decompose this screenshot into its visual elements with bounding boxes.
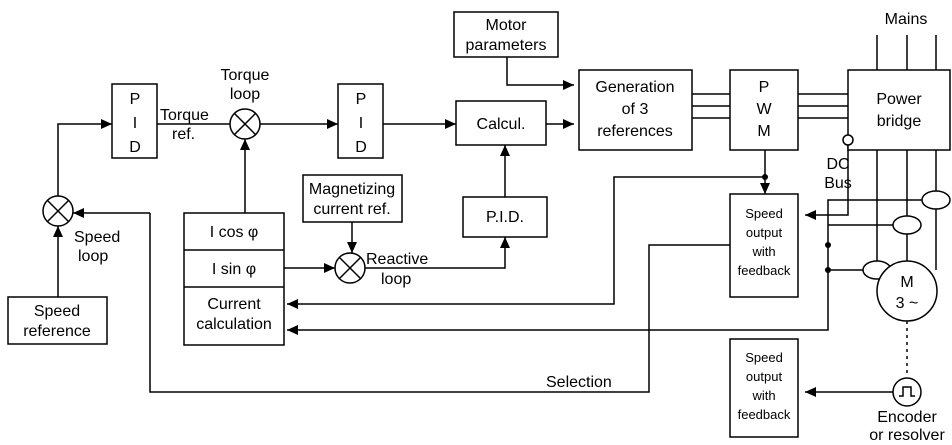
i-sin-label: I sin φ <box>212 261 256 278</box>
speed-output-label: with <box>751 244 775 259</box>
speed-output-label: output <box>746 225 783 240</box>
torque-summing-junction <box>229 108 261 140</box>
encoder-label: Encoder <box>877 409 937 426</box>
magnetizing-label: current ref. <box>313 201 390 218</box>
generation-block: Generation of 3 references <box>578 69 693 151</box>
arrowheads <box>53 80 816 397</box>
motor-parameters-label: Motor <box>486 17 528 34</box>
magnetizing-label: Magnetizing <box>309 181 395 198</box>
connection-lines <box>57 35 937 393</box>
current-sensor-icon <box>892 215 922 235</box>
pid-letter: D <box>129 139 141 156</box>
speed-loop-label: Speed <box>74 229 120 246</box>
dc-bus-terminal-icon <box>842 134 854 146</box>
current-sensor-icon <box>921 190 951 210</box>
current-calculation-label: calculation <box>196 316 272 333</box>
junction-dot <box>825 242 831 248</box>
speed-output-label: Speed <box>745 206 783 221</box>
speed-output-label: feedback <box>738 263 791 278</box>
pid-speed-block: P I D <box>111 83 158 159</box>
pid-letter: I <box>359 115 363 132</box>
i-cos-label: I cos φ <box>210 224 259 241</box>
power-bridge-label: bridge <box>877 113 922 130</box>
speed-loop-label: loop <box>78 248 108 265</box>
power-bridge-label: Power <box>876 91 922 108</box>
mains-label: Mains <box>885 11 928 28</box>
motor-parameters-label: parameters <box>466 37 547 54</box>
torque-loop-label: loop <box>230 86 260 103</box>
torque-loop-label: Torque <box>221 67 270 84</box>
current-feedback-block: I cos φ I sin φ Current calculation <box>183 212 285 346</box>
current-calculation-label: Current <box>207 296 261 313</box>
selection-label: Selection <box>546 374 612 391</box>
torque-ref-label: Torque <box>160 107 209 124</box>
pid-letter: P <box>356 91 367 108</box>
pid-letter: P <box>130 91 141 108</box>
dc-bus-label: Bus <box>824 175 852 192</box>
pid-reactive-label: P.I.D. <box>486 209 524 226</box>
speed-reference-label: Speed <box>34 303 80 320</box>
pid-letter: I <box>133 115 137 132</box>
generation-label: of 3 <box>622 101 649 118</box>
speed-output-label: Speed <box>745 350 783 365</box>
reactive-summing-junction <box>334 252 366 284</box>
power-bridge-block: Power bridge <box>842 69 951 151</box>
pwm-letter: M <box>757 123 770 140</box>
speed-output-label: feedback <box>738 407 791 422</box>
pid-torque-block: P I D <box>337 83 384 159</box>
speed-reference-label: reference <box>23 323 91 340</box>
motor-label: 3 ~ <box>896 295 919 312</box>
generation-label: Generation <box>595 79 674 96</box>
speed-summing-junction <box>42 195 74 227</box>
torque-ref-label: ref. <box>172 126 195 143</box>
encoder-icon <box>892 377 922 407</box>
speed-reference-block: Speed reference <box>7 296 108 345</box>
calcul-block: Calcul. <box>455 100 547 146</box>
calcul-label: Calcul. <box>477 116 526 133</box>
pwm-block: P W M <box>729 69 799 151</box>
pid-reactive-block: P.I.D. <box>462 196 548 238</box>
pwm-letter: P <box>759 79 770 96</box>
dc-bus-label: DC <box>826 156 849 173</box>
generation-label: references <box>597 123 673 140</box>
junction-dot <box>825 267 831 273</box>
reactive-loop-label: Reactive <box>366 251 428 268</box>
speed-output-label: output <box>746 369 783 384</box>
pid-letter: D <box>355 139 367 156</box>
speed-output-label: with <box>751 388 775 403</box>
motor-parameters-block: Motor parameters <box>453 11 559 58</box>
motor-label: M <box>900 274 913 291</box>
motor-icon: M 3 ~ <box>876 260 938 322</box>
reactive-loop-label: loop <box>381 271 411 288</box>
speed-output-top-block: Speed output with feedback <box>729 193 799 298</box>
pwm-letter: W <box>756 101 772 118</box>
junction-dot <box>762 174 768 180</box>
speed-output-bottom-block: Speed output with feedback <box>729 338 799 438</box>
encoder-label: or resolver <box>869 427 945 444</box>
magnetizing-block: Magnetizing current ref. <box>302 174 403 223</box>
